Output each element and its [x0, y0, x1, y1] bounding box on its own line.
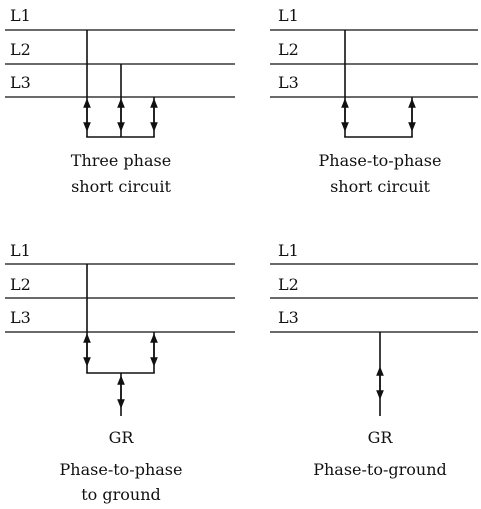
- fault-connection: [344, 30, 413, 138]
- bus-lines: [5, 263, 235, 333]
- current-arrows: [83, 333, 158, 409]
- line-label-l3: L3: [278, 308, 299, 327]
- caption-line-2: short circuit: [330, 177, 430, 196]
- caption-line-2: short circuit: [71, 177, 171, 196]
- line-label-l1: L1: [278, 6, 299, 25]
- line-label-l1: L1: [10, 241, 31, 260]
- panel-phase-to-ground: L1 L2 L3 GR Phase-to-ground: [270, 241, 478, 479]
- current-arrows: [83, 98, 158, 132]
- line-label-l3: L3: [10, 73, 31, 92]
- line-label-l1: L1: [278, 241, 299, 260]
- bus-lines: [270, 263, 478, 333]
- line-label-l2: L2: [278, 40, 299, 59]
- bus-lines: [270, 29, 478, 98]
- caption-line-1: Phase-to-phase: [60, 460, 183, 479]
- caption-line-1: Phase-to-ground: [313, 460, 447, 479]
- current-arrows: [341, 98, 416, 132]
- line-label-l1: L1: [10, 6, 31, 25]
- ground-label: GR: [368, 428, 394, 447]
- caption-line-1: Three phase: [71, 151, 171, 170]
- caption-line-2: to ground: [81, 485, 161, 504]
- caption-line-1: Phase-to-phase: [319, 151, 442, 170]
- panel-phase-to-phase-to-ground: L1 L2 L3 GR Phase-to-phase to ground: [5, 241, 235, 504]
- line-label-l2: L2: [278, 275, 299, 294]
- panel-three-phase: L1 L2 L3 Three phase short circuit: [5, 6, 235, 196]
- line-label-l3: L3: [278, 73, 299, 92]
- ground-label: GR: [109, 428, 135, 447]
- line-label-l2: L2: [10, 275, 31, 294]
- panel-phase-to-phase: L1 L2 L3 Phase-to-phase short circuit: [270, 6, 478, 196]
- bus-lines: [5, 29, 235, 98]
- line-label-l3: L3: [10, 308, 31, 327]
- line-label-l2: L2: [10, 40, 31, 59]
